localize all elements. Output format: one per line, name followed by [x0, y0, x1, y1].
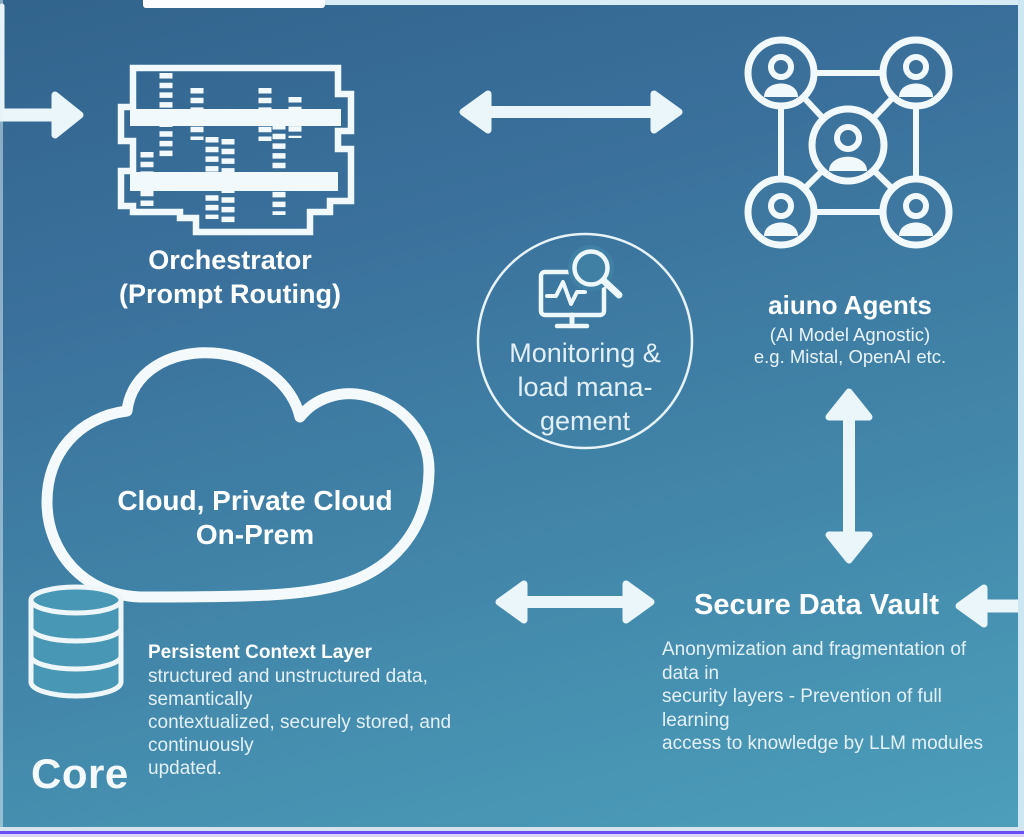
agent-network-icon [744, 36, 953, 249]
orchestrator-title: Orchestrator [148, 245, 312, 275]
cloud-outline [41, 347, 435, 603]
cloud-outline-icon [28, 347, 435, 699]
top-white-tab [143, 0, 325, 8]
agent-node [879, 175, 953, 249]
agent-nodes [744, 36, 953, 249]
bottom-light-strip [0, 827, 1024, 831]
left-entry-arrow [0, 3, 84, 139]
monitor-magnifier-icon [476, 232, 694, 450]
orchestrator-subtitle: (Prompt Routing) [119, 279, 341, 309]
right-edge-strip [1018, 0, 1024, 828]
pulse-line [545, 280, 587, 306]
top-edge-strip [320, 0, 1024, 5]
magnifier-handle [600, 277, 623, 299]
database-cylinder-icon [28, 584, 124, 699]
vault-desc-line-3: access to knowledge by LLM modules [662, 733, 984, 754]
secure-vault-description: Anonymization and fragmentation of data … [662, 638, 992, 756]
agents-vault-arrow [825, 388, 873, 564]
cloud-line-2: On-Prem [195, 519, 315, 550]
agent-node [744, 36, 818, 110]
agent-node [879, 36, 953, 110]
agent-node [808, 105, 888, 185]
cloud-line-1: Cloud, Private Cloud [117, 485, 393, 516]
magnifier-glass [572, 249, 610, 287]
bottom-accent-line [0, 831, 1024, 834]
vault-desc-line-2: security layers - Prevention of full lea… [662, 686, 942, 731]
core-label: Core [31, 750, 129, 797]
persistent-context-title: Persistent Context Layer [148, 642, 372, 663]
secure-vault-title: Secure Data Vault [694, 589, 939, 621]
machine-shaft-top [130, 109, 341, 126]
left-edge-strip [0, 0, 3, 828]
monitoring-line-1: Monitoring & [509, 338, 661, 368]
monitoring-line-2: load mana- [517, 372, 653, 402]
agents-title: aiuno Agents [768, 290, 932, 320]
monitoring-line-3: gement [539, 406, 631, 436]
machine-gear-rack-icon [117, 64, 355, 236]
agents-subtitle-2: e.g. Mistal, OpenAI etc. [753, 346, 947, 367]
orchestrator-label: Orchestrator (Prompt Routing) [95, 243, 365, 311]
pcl-line-2: contextualized, securely stored, and con… [148, 712, 452, 756]
monitoring-label: Monitoring & load mana- gement [465, 336, 705, 438]
agents-label: aiuno Agents (AI Model Agnostic) e.g. Mi… [725, 291, 975, 368]
pcl-line-1: structured and unstructured data, semant… [148, 666, 428, 710]
persistent-context-description: structured and unstructured data, semant… [148, 665, 518, 780]
machine-frame [117, 64, 355, 236]
cloud-vault-arrow [495, 580, 655, 624]
bottom-lavender-strip [0, 834, 1024, 837]
vault-desc-line-1: Anonymization and fragmentation of data … [662, 639, 967, 684]
orchestrator-agents-arrow [459, 90, 683, 134]
agents-subtitle-1: (AI Model Agnostic) [769, 324, 931, 345]
pcl-line-3: updated. [148, 758, 222, 779]
cloud-label: Cloud, Private Cloud On-Prem [90, 484, 420, 552]
monitoring-circle-outline [476, 232, 694, 450]
agent-node [744, 175, 818, 249]
